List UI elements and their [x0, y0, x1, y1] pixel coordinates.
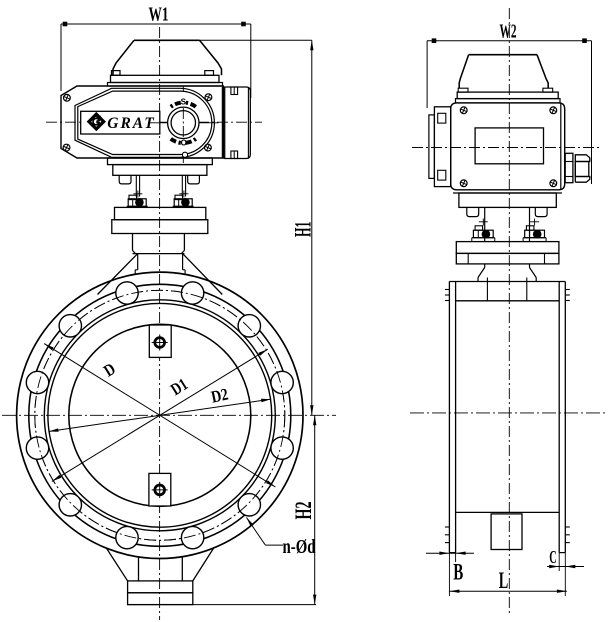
svg-text:C: C: [549, 547, 557, 567]
svg-text:H2: H2: [291, 502, 317, 520]
svg-text:W1: W1: [149, 4, 169, 26]
svg-text:O: O: [181, 138, 187, 147]
svg-text:H1: H1: [290, 221, 316, 237]
svg-text:D2: D2: [209, 385, 230, 407]
svg-text:L: L: [499, 568, 509, 593]
svg-text:n-Ød: n-Ød: [283, 536, 316, 558]
svg-text:S: S: [181, 98, 187, 107]
svg-text:B: B: [453, 560, 463, 585]
svg-text:GRAT: GRAT: [107, 115, 155, 132]
svg-text:W2: W2: [500, 21, 517, 43]
